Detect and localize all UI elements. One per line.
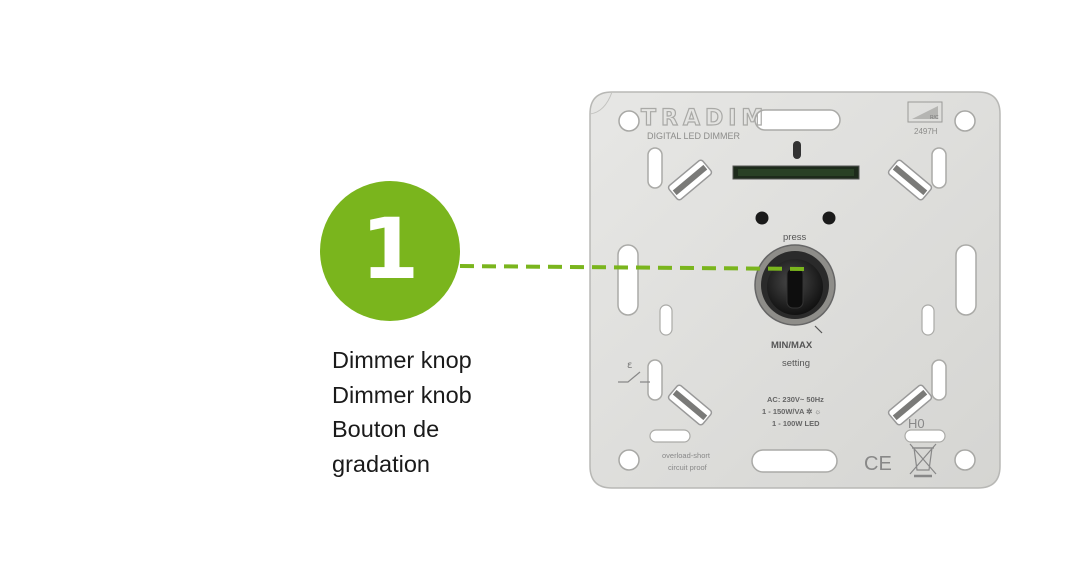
callout-caption: Dimmer knop Dimmer knob Bouton de gradat…	[332, 343, 532, 481]
slot-right-mid	[955, 244, 977, 316]
slot-left-lower	[647, 359, 663, 401]
caption-line-dutch: Dimmer knop	[332, 347, 472, 373]
protection-line-1: overload-short	[662, 451, 711, 460]
clamp-bottom-left	[667, 384, 713, 426]
indicator-slot	[793, 141, 801, 159]
slot-left-mid	[617, 244, 639, 316]
screw-hole-bottom-right	[954, 449, 976, 471]
slot-bottom	[751, 449, 838, 473]
clamp-top-right	[887, 159, 933, 201]
switch-symbol-icon	[618, 371, 650, 383]
weee-bin-icon	[909, 443, 937, 478]
spec-line-1: AC: 230V~ 50Hz	[767, 395, 824, 404]
screw-hole-top-right	[954, 110, 976, 132]
slot-right-lower	[931, 359, 947, 401]
model-mark-box	[907, 101, 943, 123]
minmax-label: MIN/MAX	[771, 340, 813, 351]
slot-left-upper	[647, 147, 663, 189]
brand-logo: TRADIM	[641, 106, 768, 131]
screw-hole-top-left	[618, 110, 640, 132]
setting-label: setting	[782, 358, 810, 369]
brand-subtitle: DIGITAL LED DIMMER	[647, 131, 741, 141]
corner-mark: R/C	[930, 115, 939, 121]
clamp-bottom-right	[887, 384, 933, 426]
ce-mark: CE	[864, 453, 892, 475]
press-label: press	[783, 232, 806, 243]
protection-line-2: circuit proof	[668, 463, 708, 472]
hole-left	[755, 211, 769, 225]
screw-hole-bottom-left	[618, 449, 640, 471]
callout-badge: 1	[320, 181, 460, 321]
epsilon-mark: ε	[627, 360, 632, 371]
clamp-top-left	[667, 159, 713, 201]
caption-line-french-2: gradation	[332, 450, 430, 477]
slot-right-upper	[931, 147, 947, 189]
hole-right	[822, 211, 836, 225]
spec-line-3: 1 - 100W LED	[772, 419, 820, 428]
caption-line-english: Dimmer knob	[332, 381, 472, 408]
model-number: 2497H	[914, 127, 938, 136]
slot-top	[754, 109, 841, 131]
callout-number: 1	[360, 200, 420, 298]
spec-line-2: 1 - 150W/VA ✲ ☼	[762, 407, 821, 416]
caption-line-french-1: Bouton de	[332, 416, 440, 442]
h0-mark: H0	[908, 416, 925, 431]
